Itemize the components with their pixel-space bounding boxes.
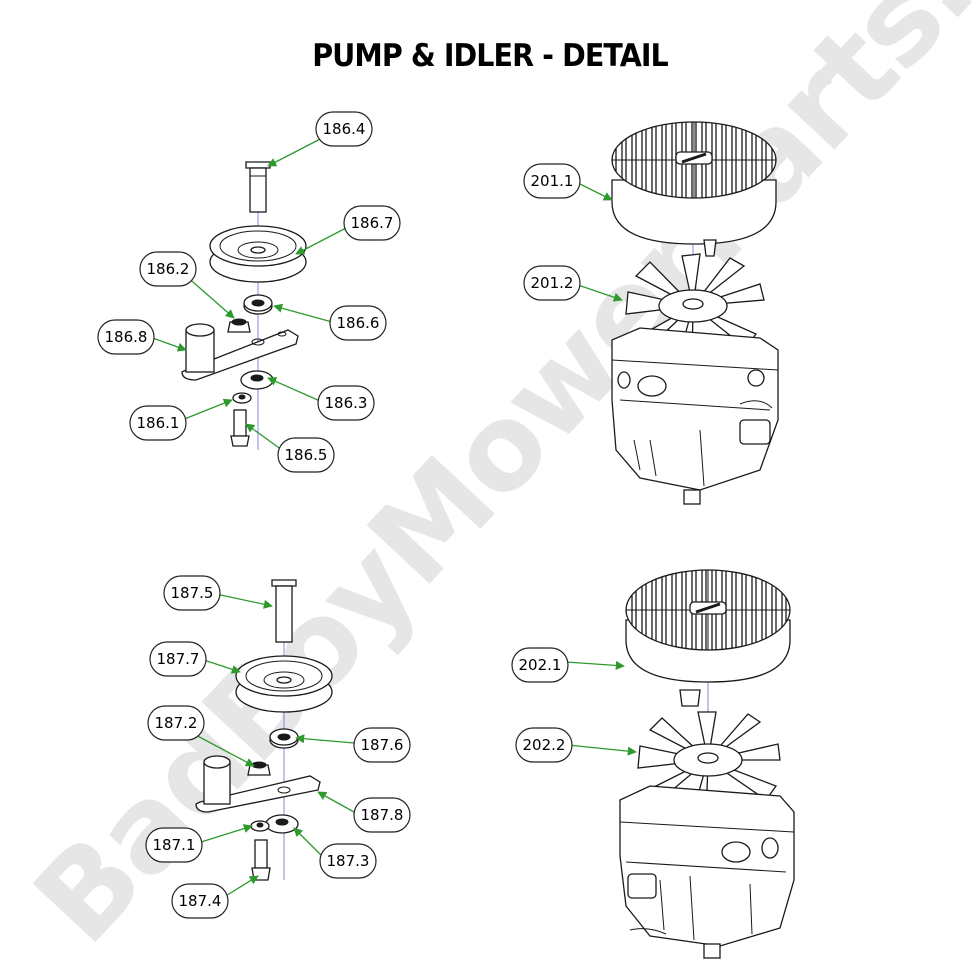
callout-201-1[interactable]: 201.1: [523, 163, 581, 199]
hydro-pump-body-201: [611, 327, 779, 505]
pump-202: [619, 569, 795, 959]
callout-187-2[interactable]: 187.2: [147, 705, 205, 741]
svg-text:187.4: 187.4: [179, 892, 222, 910]
callout-187-5[interactable]: 187.5: [163, 575, 221, 611]
svg-text:186.3: 186.3: [325, 394, 368, 412]
svg-text:187.8: 187.8: [361, 806, 404, 824]
svg-text:187.6: 187.6: [361, 736, 404, 754]
svg-text:186.6: 186.6: [337, 314, 380, 332]
callout-187-7[interactable]: 187.7: [149, 641, 207, 677]
callout-186-3[interactable]: 186.3: [317, 385, 375, 421]
fan-cover-201-1: [611, 121, 777, 257]
nut-187-1: [250, 820, 270, 832]
washer-186-3: [240, 370, 274, 390]
callout-186-2[interactable]: 186.2: [139, 251, 197, 287]
callout-186-7[interactable]: 186.7: [343, 205, 401, 241]
pump-201: [611, 121, 779, 505]
callout-leaders: [149, 135, 637, 898]
idler-arm-187-8: [195, 755, 321, 813]
bolt-186-5: [230, 409, 250, 447]
callout-bubbles: 186.4 186.7 186.2 186.6 186.8 186.3: [97, 111, 581, 919]
callout-202-1[interactable]: 202.1: [511, 647, 569, 683]
pulley-186-7: [209, 225, 307, 283]
bolt-187-5: [271, 579, 297, 643]
svg-text:186.8: 186.8: [105, 328, 148, 346]
spacer-186-6: [243, 294, 273, 315]
svg-text:187.5: 187.5: [171, 584, 214, 602]
svg-text:202.2: 202.2: [523, 736, 566, 754]
callout-187-3[interactable]: 187.3: [319, 843, 377, 879]
watermark-text: BadBoyMowerParts.com: [8, 0, 980, 969]
callout-187-6[interactable]: 187.6: [353, 727, 411, 763]
svg-text:201.1: 201.1: [531, 172, 574, 190]
callout-201-2[interactable]: 201.2: [523, 265, 581, 301]
nut-186-2: [227, 318, 251, 333]
fan-cover-202-1: [625, 569, 791, 707]
callout-187-1[interactable]: 187.1: [145, 827, 203, 863]
pulley-187-7: [235, 655, 333, 713]
callout-186-4[interactable]: 186.4: [315, 111, 373, 147]
svg-text:202.1: 202.1: [519, 656, 562, 674]
callout-186-5[interactable]: 186.5: [277, 437, 335, 473]
callout-186-8[interactable]: 186.8: [97, 319, 155, 355]
svg-text:187.2: 187.2: [155, 714, 198, 732]
svg-text:187.7: 187.7: [157, 650, 200, 668]
svg-text:186.1: 186.1: [137, 414, 180, 432]
hydro-pump-body-202: [619, 785, 795, 959]
callout-186-6[interactable]: 186.6: [329, 305, 387, 341]
svg-text:186.7: 186.7: [351, 214, 394, 232]
spacer-187-6: [269, 728, 299, 749]
page-title: PUMP & IDLER - DETAIL: [312, 38, 669, 74]
nut-186-1: [232, 392, 252, 404]
callout-202-2[interactable]: 202.2: [515, 727, 573, 763]
idler-assembly-187: [195, 579, 333, 881]
svg-text:201.2: 201.2: [531, 274, 574, 292]
callout-186-1[interactable]: 186.1: [129, 405, 187, 441]
svg-text:187.1: 187.1: [153, 836, 196, 854]
idler-assembly-186: [181, 161, 307, 450]
svg-text:186.4: 186.4: [323, 120, 366, 138]
svg-text:186.5: 186.5: [285, 446, 328, 464]
svg-text:187.3: 187.3: [327, 852, 370, 870]
bolt-186-4: [245, 161, 271, 213]
svg-text:186.2: 186.2: [147, 260, 190, 278]
washer-187-3: [265, 814, 299, 834]
callout-187-8[interactable]: 187.8: [353, 797, 411, 833]
bolt-187-4: [251, 839, 271, 881]
callout-187-4[interactable]: 187.4: [171, 883, 229, 919]
